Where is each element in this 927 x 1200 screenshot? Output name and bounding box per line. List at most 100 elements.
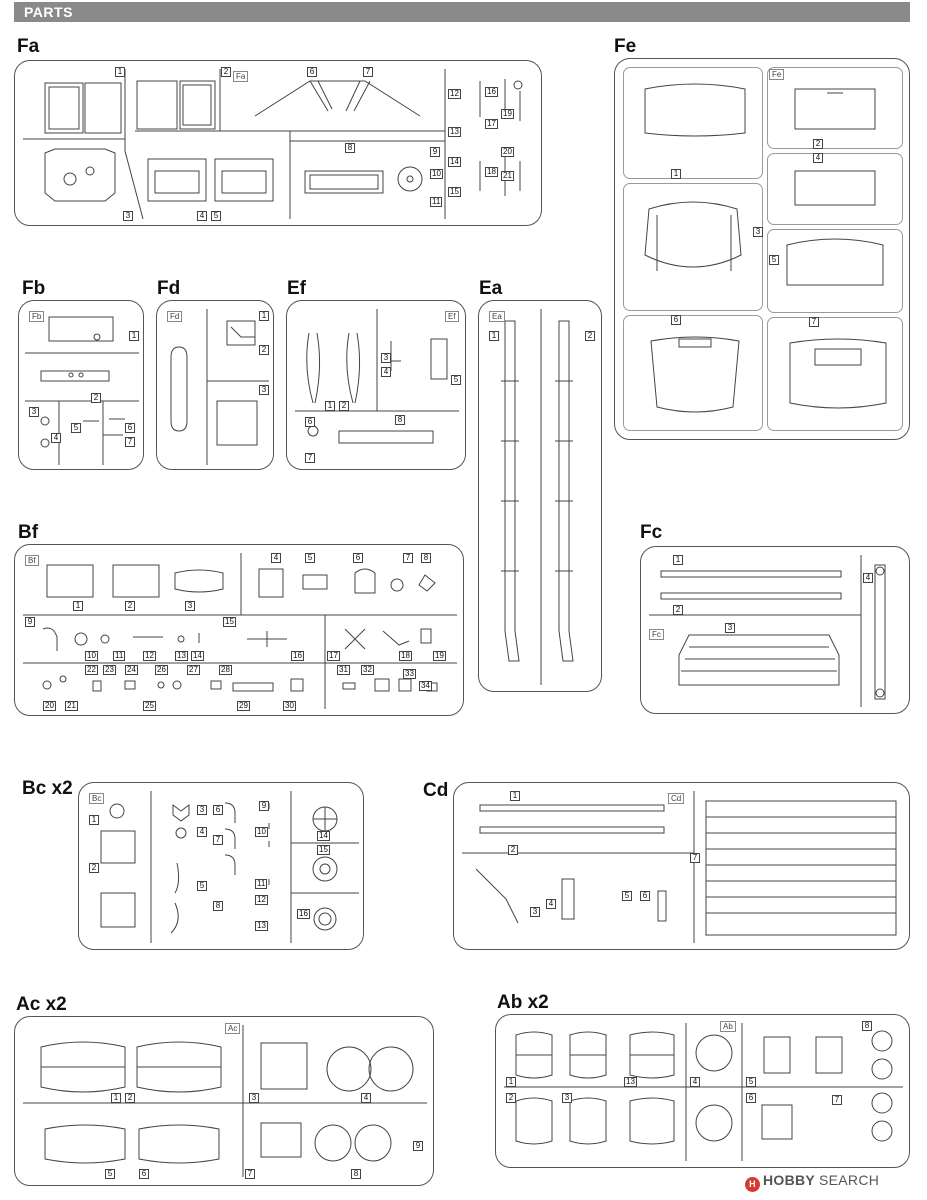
sprue-fb-part-number: 6 (125, 423, 135, 433)
sprue-fa-part-number: 8 (345, 143, 355, 153)
sprue-bf-drawing (23, 553, 457, 709)
sprue-bf-part-number: 26 (155, 665, 168, 675)
sprue-label-fe: Fe (614, 36, 637, 57)
watermark-suffix: SEARCH (819, 1172, 880, 1188)
sprue-fe-part-number: 4 (813, 153, 823, 163)
sprue-ab-part-number: 6 (746, 1093, 756, 1103)
sprue-ea-part-number: 2 (585, 331, 595, 341)
sprue-label-fa: Fa (17, 36, 40, 57)
sprue-fc-part-number: 1 (673, 555, 683, 565)
sprue-bf-part-number: 23 (103, 665, 116, 675)
sprue-bf-part-number: 32 (361, 665, 374, 675)
sprue-fe-part-number: 5 (769, 255, 779, 265)
sprue-fe-drawing (644, 83, 887, 413)
sprue-fd-part-number: 1 (259, 311, 269, 321)
sprue-bf-part-number: 3 (185, 601, 195, 611)
sprue-fa-part-number: 11 (430, 197, 443, 207)
sprue-label-bf: Bf (18, 522, 39, 543)
sprue-bf-part-number: 14 (191, 651, 204, 661)
sprue-cd-tag: Cd (668, 793, 685, 804)
sprue-fa-part-number: 21 (501, 171, 514, 181)
sprue-bf-part-number: 10 (85, 651, 98, 661)
sprue-fe-part-number: 6 (671, 315, 681, 325)
sprue-label-fc: Fc (640, 522, 663, 543)
sprue-ef-part-number: 4 (381, 367, 391, 377)
sprue-fd-drawing (170, 309, 269, 465)
sprue-fa-part-number: 2 (221, 67, 231, 77)
sprue-fa-part-number: 17 (485, 119, 498, 129)
sprue-bf-part-number: 25 (143, 701, 156, 711)
sprue-bc-part-number: 5 (197, 881, 207, 891)
sprue-ac-tag: Ac (225, 1023, 241, 1034)
sprue-cd-part-number: 3 (530, 907, 540, 917)
sprue-bf-part-number: 34 (419, 681, 432, 691)
sprue-bf-part-number: 19 (433, 651, 446, 661)
sprue-fc-tag: Fc (649, 629, 664, 640)
sprue-fc-part-number: 2 (673, 605, 683, 615)
sprue-bf-tag: Bf (25, 555, 39, 566)
sprue-ab-part-number: 2 (506, 1093, 516, 1103)
sprue-bf-part-number: 29 (237, 701, 250, 711)
sprue-ac-part-number: 4 (361, 1093, 371, 1103)
sprue-ac-part-number: 5 (105, 1169, 115, 1179)
sprue-fe-part-number: 2 (813, 139, 823, 149)
sprue-fb-part-number: 2 (91, 393, 101, 403)
sprue-fa-part-number: 12 (448, 89, 461, 99)
sprue-fa-part-number: 9 (430, 147, 440, 157)
sprue-bc-part-number: 2 (89, 863, 99, 873)
sprue-fa-part-number: 14 (448, 157, 461, 167)
sprue-fb-part-number: 3 (29, 407, 39, 417)
sprue-ab: 1 2 3 4 5 6 7 8 13 Ab (495, 1014, 910, 1168)
sprue-bf-part-number: 9 (25, 617, 35, 627)
sprue-cd-part-number: 6 (640, 891, 650, 901)
sprue-bf-part-number: 4 (271, 553, 281, 563)
sprue-bf-part-number: 12 (143, 651, 156, 661)
sprue-bc: 1 2 3 4 5 6 7 8 9 10 11 12 13 14 15 16 B… (78, 782, 364, 950)
sprue-ac-part-number: 6 (139, 1169, 149, 1179)
sprue-ac-part-number: 1 (111, 1093, 121, 1103)
sprue-fe-cell (767, 67, 903, 149)
sprue-ef-part-number: 3 (381, 353, 391, 363)
sprue-bc-part-number: 8 (213, 901, 223, 911)
sprue-fe-part-number: 3 (753, 227, 763, 237)
sprue-ef-part-number: 6 (305, 417, 315, 427)
sprue-bc-drawing (100, 791, 359, 943)
sprue-label-ab: Ab x2 (497, 992, 549, 1013)
sprue-bc-part-number: 12 (255, 895, 268, 905)
sprue-ef-part-number: 8 (395, 415, 405, 425)
hobby-search-logo-icon: H (745, 1177, 760, 1192)
sprue-ea-drawing (501, 309, 574, 685)
sprue-cd-part-number: 5 (622, 891, 632, 901)
sprue-ac-part-number: 2 (125, 1093, 135, 1103)
sprue-cd-part-number: 7 (690, 853, 700, 863)
sprue-bc-part-number: 6 (213, 805, 223, 815)
sprue-bf-part-number: 16 (291, 651, 304, 661)
sprue-label-ea: Ea (479, 278, 503, 299)
sprue-bf-part-number: 13 (175, 651, 188, 661)
sprue-fa-part-number: 15 (448, 187, 461, 197)
sprue-fe-cell (767, 317, 903, 431)
sprue-fb-part-number: 5 (71, 423, 81, 433)
sprue-cd: 1 2 3 4 5 6 7 Cd (453, 782, 910, 950)
sprue-ac-part-number: 8 (351, 1169, 361, 1179)
sprue-label-bc: Bc x2 (22, 778, 73, 799)
sprue-ab-part-number: 8 (862, 1021, 872, 1031)
sprue-ef: 1 2 3 4 5 6 7 8 Ef (286, 300, 466, 470)
sprue-bf-part-number: 22 (85, 665, 98, 675)
sprue-fe-cell (623, 315, 763, 431)
sprue-fa-part-number: 4 (197, 211, 207, 221)
sprue-bf-part-number: 31 (337, 665, 350, 675)
sprue-bf-part-number: 30 (283, 701, 296, 711)
sprue-ef-part-number: 1 (325, 401, 335, 411)
sprue-fb-drawing (25, 316, 139, 465)
sprue-ea-tag: Ea (489, 311, 505, 322)
sprue-fd: 1 2 3 Fd (156, 300, 274, 470)
sprue-bf-part-number: 5 (305, 553, 315, 563)
sprue-label-ef: Ef (287, 278, 306, 299)
sprue-fa-part-number: 19 (501, 109, 514, 119)
sprue-ea-part-number: 1 (489, 331, 499, 341)
sprue-fa-part-number: 1 (115, 67, 125, 77)
sprue-ac-part-number: 3 (249, 1093, 259, 1103)
sprue-fe: 1 2 3 4 5 6 7 Fe (614, 58, 910, 440)
sprue-bc-part-number: 7 (213, 835, 223, 845)
